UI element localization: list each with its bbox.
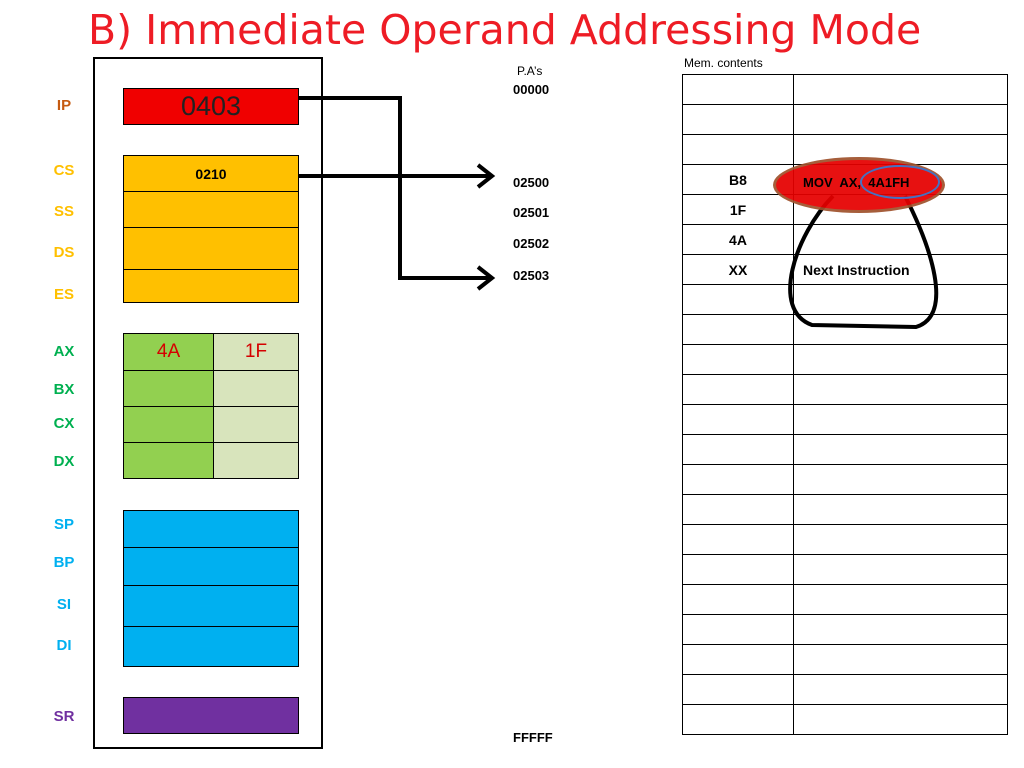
- dx-low-register: [213, 442, 299, 479]
- memory-byte-cell: [682, 434, 794, 465]
- cpu-register-panel: [93, 57, 323, 749]
- ss-label: SS: [53, 203, 74, 220]
- operand-bracket-loop: [788, 194, 939, 330]
- memory-description-cell: [793, 704, 1008, 735]
- si-label: SI: [56, 596, 72, 613]
- address-02500: 02500: [513, 175, 550, 190]
- address-start: 00000: [513, 82, 550, 97]
- dx-label: DX: [53, 453, 75, 470]
- ip-register: 0403: [123, 88, 299, 125]
- memory-row: [682, 494, 1008, 525]
- memory-byte-cell: [682, 104, 794, 135]
- memory-byte-cell: [682, 374, 794, 405]
- memory-row: [682, 704, 1008, 735]
- memory-byte-cell: XX: [682, 254, 794, 285]
- bx-low-register: [213, 370, 299, 407]
- sp-label: SP: [53, 516, 74, 533]
- sr-register: [123, 697, 299, 734]
- memory-row: [682, 434, 1008, 465]
- ip-label: IP: [56, 97, 72, 114]
- memory-row: [682, 554, 1008, 585]
- memory-byte-cell: [682, 74, 794, 105]
- memory-byte-cell: [682, 524, 794, 555]
- memory-byte-cell: [682, 644, 794, 675]
- es-label: ES: [53, 286, 74, 303]
- address-end: FFFFF: [513, 730, 553, 745]
- sr-label: SR: [53, 708, 75, 725]
- memory-description-cell: [793, 554, 1008, 585]
- physical-address-header: P.A’s: [517, 64, 543, 78]
- bp-label: BP: [53, 554, 75, 571]
- cs-label: CS: [53, 162, 75, 179]
- memory-byte-cell: [682, 464, 794, 495]
- memory-byte-cell: [682, 584, 794, 615]
- cx-label: CX: [53, 415, 75, 432]
- memory-row: [682, 74, 1008, 105]
- memory-byte-cell: 1F: [682, 194, 794, 225]
- instruction-text: MOV AX, 4A1FH: [803, 175, 910, 190]
- memory-description-cell: [793, 494, 1008, 525]
- memory-description-cell: [793, 614, 1008, 645]
- memory-row: 4A: [682, 224, 1008, 255]
- ax-label: AX: [53, 343, 75, 360]
- memory-row: [682, 284, 1008, 315]
- ds-label: DS: [53, 244, 75, 261]
- di-register: [123, 626, 299, 667]
- address-02501: 02501: [513, 205, 550, 220]
- di-label: DI: [56, 637, 72, 654]
- dx-high-register: [123, 442, 214, 479]
- memory-row: [682, 524, 1008, 555]
- ax-high-register: 4A: [123, 333, 214, 371]
- es-register: [123, 269, 299, 303]
- memory-row: [682, 344, 1008, 375]
- memory-row: [682, 614, 1008, 645]
- bx-high-register: [123, 370, 214, 407]
- memory-row: [682, 404, 1008, 435]
- ip-arrowhead: [476, 265, 496, 291]
- memory-description-cell: [793, 344, 1008, 375]
- memory-row: [682, 674, 1008, 705]
- memory-byte-cell: [682, 494, 794, 525]
- memory-row: [682, 644, 1008, 675]
- address-02502: 02502: [513, 236, 550, 251]
- memory-byte-cell: [682, 704, 794, 735]
- sp-register: [123, 510, 299, 548]
- cx-high-register: [123, 406, 214, 443]
- memory-description-cell: [793, 644, 1008, 675]
- memory-header: Mem. contents: [684, 56, 763, 70]
- bx-label: BX: [53, 381, 75, 398]
- cs-arrowhead: [476, 163, 496, 189]
- address-02503: 02503: [513, 268, 550, 283]
- memory-description-cell: [793, 524, 1008, 555]
- page-title: B) Immediate Operand Addressing Mode: [88, 6, 922, 54]
- ip-pointer-arrow: [299, 96, 490, 280]
- ax-low-register: 1F: [213, 333, 299, 371]
- memory-row: [682, 584, 1008, 615]
- ds-register: [123, 227, 299, 270]
- memory-row: [682, 314, 1008, 345]
- memory-description-cell: [793, 74, 1008, 105]
- operand-highlight-oval: [860, 165, 940, 199]
- memory-description-cell: [793, 674, 1008, 705]
